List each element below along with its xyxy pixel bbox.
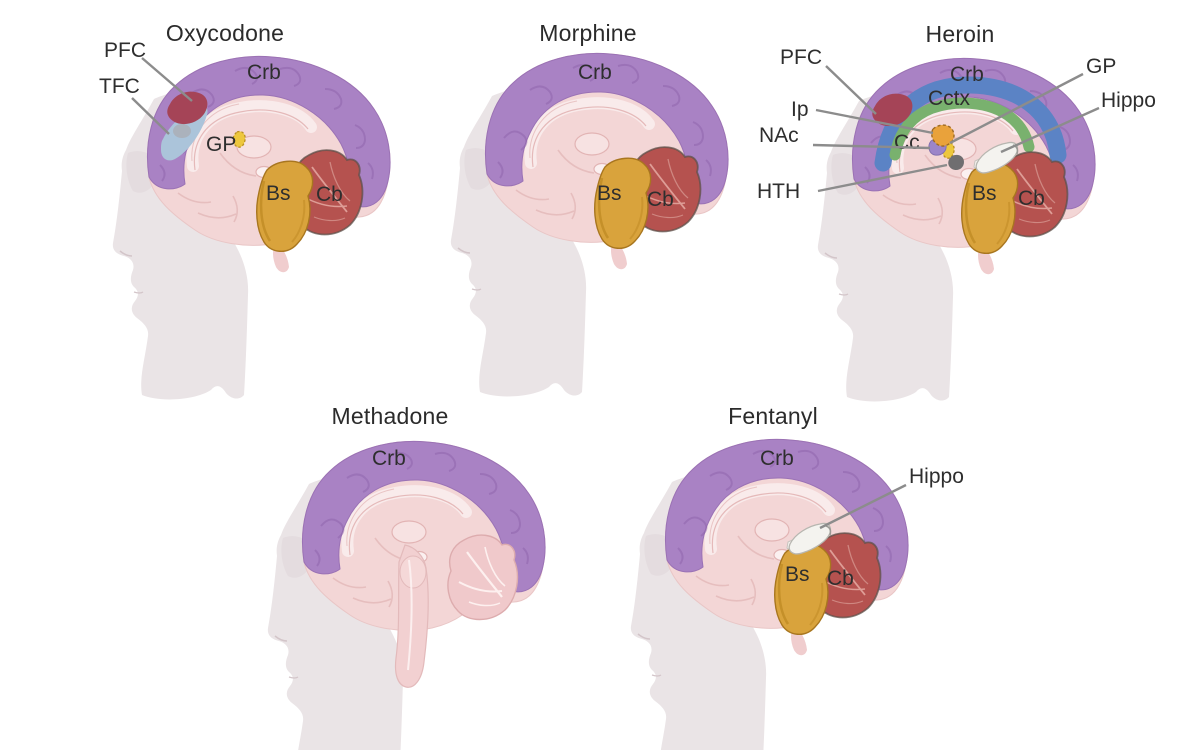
leader-heroin-hippo — [1000, 106, 1100, 154]
leader-oxycodone-tfc — [131, 97, 170, 135]
leader-heroin-gp — [949, 72, 1084, 145]
leader-heroin-nac — [812, 143, 931, 150]
leader-heroin-pfc — [825, 65, 877, 115]
leader-fentanyl-hippo — [819, 483, 907, 530]
leader-heroin-hth — [817, 163, 948, 193]
leader-heroin-ip — [815, 108, 934, 135]
leader-oxycodone-pfc — [141, 57, 193, 102]
